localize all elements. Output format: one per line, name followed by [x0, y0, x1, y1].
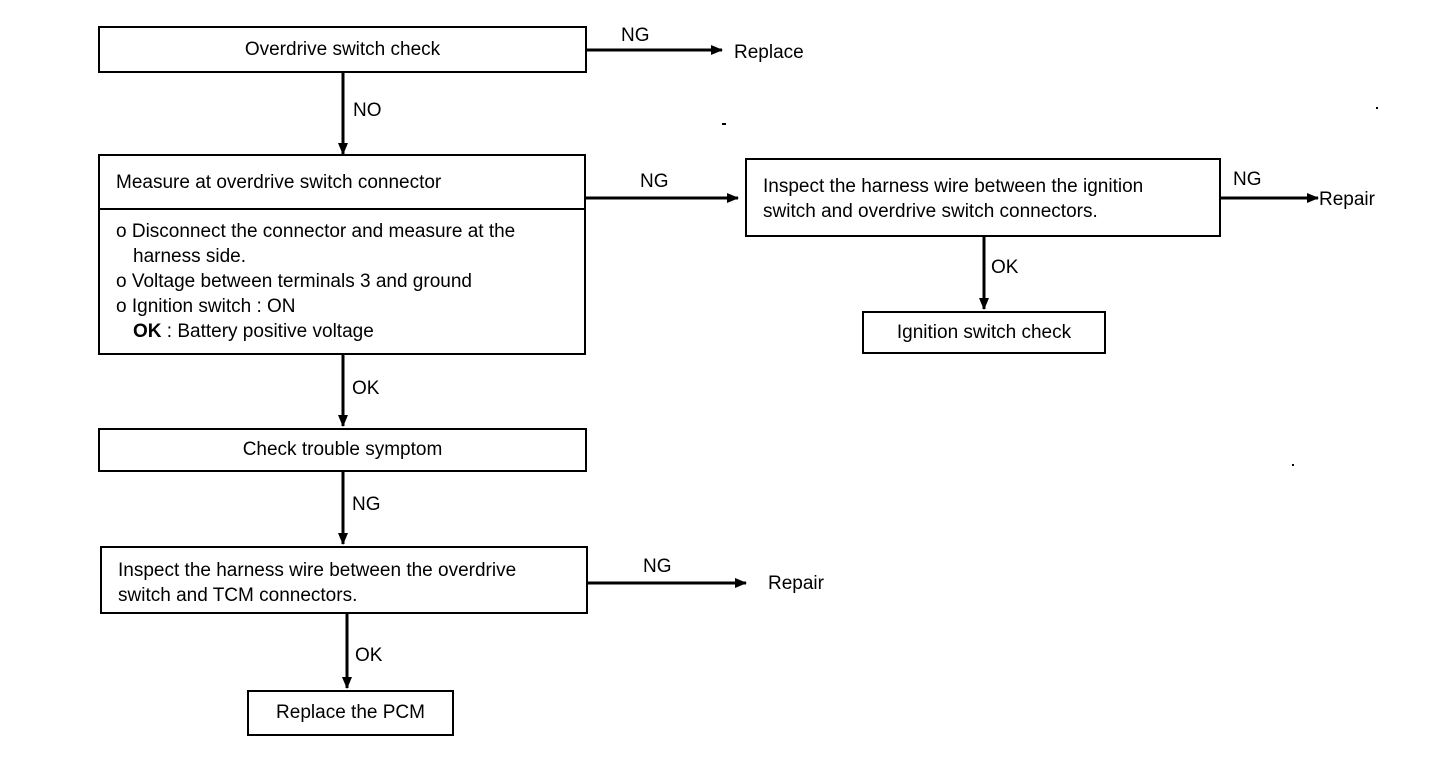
- edge-label-ng: NG: [643, 556, 672, 577]
- step-ignition-switch-check-text: Ignition switch check: [896, 321, 1072, 343]
- step-measure-connector-title: Measure at overdrive switch connector: [116, 172, 442, 193]
- step-replace-pcm: Replace the PCM: [247, 690, 454, 736]
- outcome-repair-right: Repair: [1319, 189, 1375, 210]
- outcome-replace: Replace: [734, 42, 804, 63]
- step-inspect-harness-tcm-line1: Inspect the harness wire between the ove…: [118, 560, 517, 581]
- step-inspect-harness-ignition-line1: Inspect the harness wire between the ign…: [763, 176, 1144, 197]
- measure-item: o Disconnect the connector and measure a…: [116, 221, 516, 242]
- step-measure-connector-header: Measure at overdrive switch connector: [100, 156, 584, 210]
- edge-label-ng: NG: [640, 171, 669, 192]
- step-inspect-harness-ignition: Inspect the harness wire between the ign…: [745, 158, 1221, 237]
- edge-label-ok: OK: [991, 257, 1019, 278]
- step-inspect-harness-tcm-line2: switch and TCM connectors.: [118, 585, 358, 606]
- step-inspect-harness-tcm: Inspect the harness wire between the ove…: [100, 546, 588, 614]
- measure-ok-criteria: OK : Battery positive voltage: [116, 319, 584, 344]
- scan-speck: [722, 123, 726, 125]
- edge-label-ok: OK: [355, 645, 383, 666]
- step-inspect-harness-ignition-line2: switch and overdrive switch connectors.: [763, 201, 1098, 222]
- scan-speck: [1292, 464, 1294, 466]
- edge-label-ng: NG: [1233, 169, 1262, 190]
- step-overdrive-switch-check-text: Overdrive switch check: [244, 38, 441, 60]
- edge-label-ng: NG: [352, 494, 381, 515]
- step-measure-connector: Measure at overdrive switch connector o …: [98, 154, 586, 355]
- step-ignition-switch-check: Ignition switch check: [862, 311, 1106, 354]
- edge-label-ng: NG: [621, 25, 650, 46]
- edge-label-no: NO: [353, 100, 382, 121]
- step-check-trouble-symptom-text: Check trouble symptom: [242, 439, 443, 460]
- measure-item: o Voltage between terminals 3 and ground: [116, 271, 472, 292]
- scan-speck: [1376, 107, 1378, 109]
- measure-ok-label: OK: [133, 321, 162, 342]
- edge-label-ok: OK: [352, 378, 380, 399]
- outcome-repair-bottom: Repair: [768, 573, 824, 594]
- measure-ok-value: : Battery positive voltage: [161, 321, 374, 342]
- step-check-trouble-symptom: Check trouble symptom: [98, 428, 587, 472]
- step-replace-pcm-text: Replace the PCM: [276, 702, 425, 723]
- step-measure-connector-body: o Disconnect the connector and measure a…: [100, 210, 584, 344]
- measure-item: harness side.: [133, 246, 247, 267]
- measure-item: o Ignition switch : ON: [116, 296, 296, 317]
- step-overdrive-switch-check: Overdrive switch check: [98, 26, 587, 73]
